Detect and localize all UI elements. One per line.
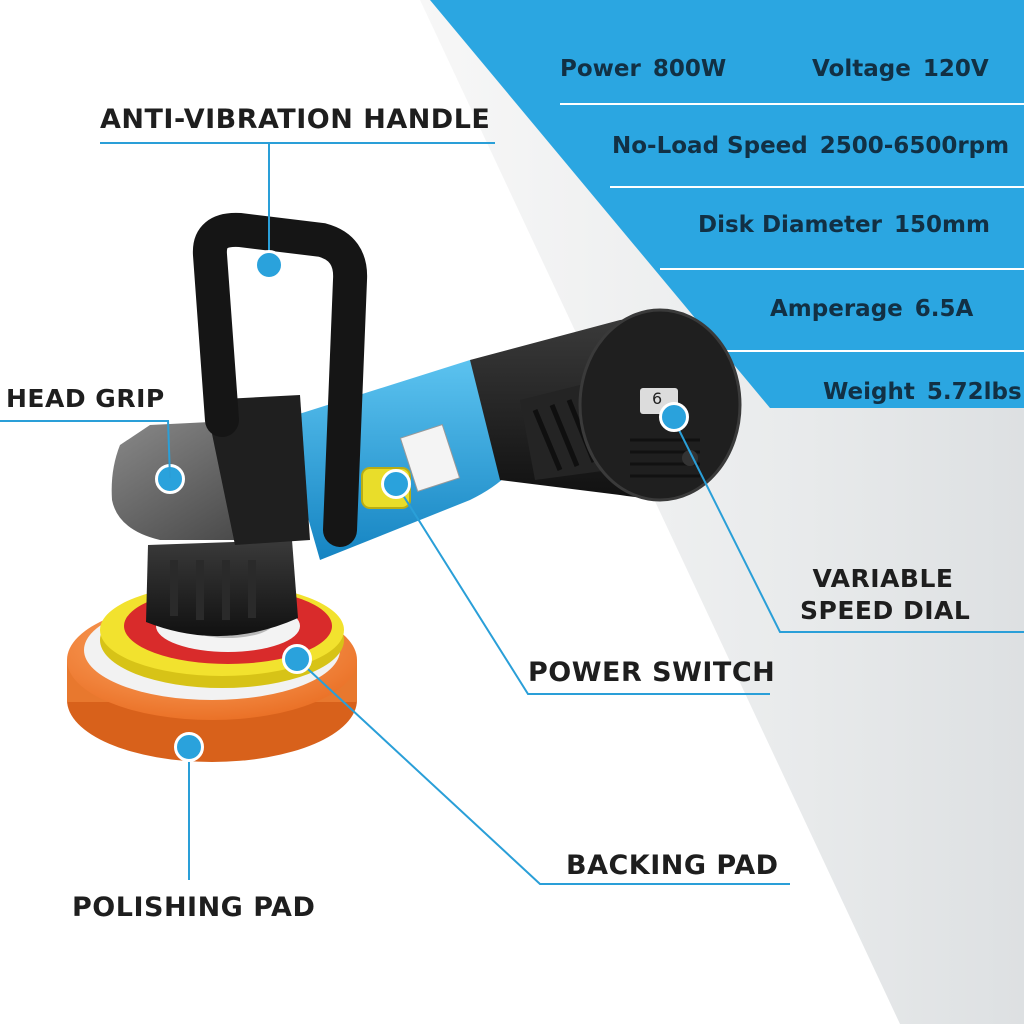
spec-label: Disk Diameter: [698, 212, 882, 238]
spec-label: Weight: [823, 379, 915, 405]
polishing-pad-label: POLISHING PAD: [72, 892, 316, 923]
spec-amperage: Amperage 6.5A: [770, 296, 973, 322]
rear-housing: [470, 308, 742, 502]
spec-label: No-Load Speed: [612, 133, 808, 159]
head-grip-underline: [0, 420, 168, 422]
backing-pad-label: BACKING PAD: [566, 850, 779, 881]
spec-value: 2500-6500rpm: [819, 133, 1010, 159]
spec-divider: [610, 186, 1024, 188]
backing-pad-marker: [282, 644, 312, 674]
handle-shape: [192, 212, 368, 547]
speed-dial-label-line2: SPEED DIAL: [800, 596, 971, 625]
power-switch-label: POWER SWITCH: [528, 657, 776, 688]
spec-label: Voltage: [812, 56, 911, 82]
spec-divider: [560, 103, 1024, 105]
spec-no-load-speed: No-Load Speed 2500-6500rpm: [612, 133, 1009, 159]
spec-panel: [430, 0, 1024, 408]
spec-weight: Weight 5.72lbs: [823, 379, 1022, 405]
spec-value: 5.72lbs: [926, 379, 1022, 405]
spec-value: 6.5A: [914, 296, 974, 322]
spec-divider: [712, 350, 1024, 352]
handle-label: ANTI-VIBRATION HANDLE: [100, 104, 491, 135]
polishing-pad-marker: [174, 732, 204, 762]
spec-divider: [660, 268, 1024, 270]
handle-underline: [100, 142, 495, 144]
spec-disk-diameter: Disk Diameter 150mm: [698, 212, 990, 238]
speed-dial-marker: [659, 402, 689, 432]
speed-dial-label-line1: VARIABLE: [812, 564, 954, 593]
handle-leader: [268, 142, 270, 264]
handle-marker: [254, 250, 284, 280]
spec-value: 150mm: [893, 212, 990, 238]
head-grip-shape: [111, 395, 310, 545]
power-switch-marker: [381, 469, 411, 499]
spec-label: Amperage: [770, 296, 903, 322]
spec-power: Power 800W: [560, 56, 726, 82]
spec-voltage: Voltage 120V: [812, 56, 989, 82]
spec-value: 120V: [922, 56, 989, 82]
speed-dial-number: 6: [652, 389, 663, 408]
spec-value: 800W: [652, 56, 727, 82]
spec-label: Power: [560, 56, 641, 82]
head-grip-label: HEAD GRIP: [6, 384, 165, 413]
gear-housing: [146, 540, 298, 637]
